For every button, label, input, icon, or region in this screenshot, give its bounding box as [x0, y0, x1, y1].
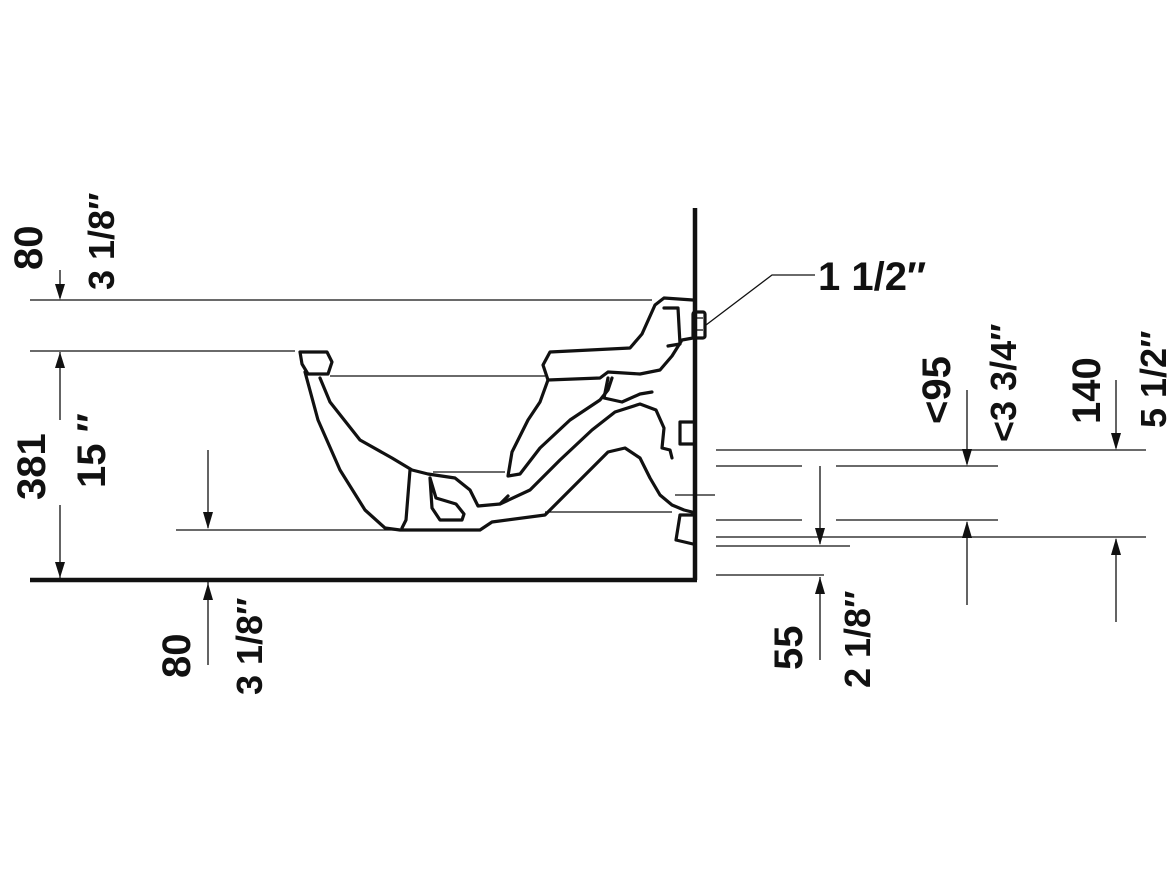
- dim-55-mm: 55: [767, 626, 811, 671]
- arrow-height-head-bottom: [55, 562, 65, 578]
- arrow-bowl-head: [203, 512, 213, 529]
- front-rim: [298, 350, 334, 376]
- outer-bowl: [303, 370, 694, 532]
- dim-140-mm: 140: [1065, 357, 1109, 424]
- arrow-mid-head: [815, 528, 825, 545]
- arrow-95-lower-head: [962, 521, 972, 538]
- dim-top-mm: 80: [7, 226, 51, 271]
- dim-height-mm: 381: [10, 433, 54, 500]
- bowl-wall-inner: [400, 468, 412, 530]
- arrow-140-lower-head: [1111, 538, 1121, 555]
- dim-55-inch: 2 1/8″: [837, 591, 878, 688]
- wall-and-floor: [30, 208, 698, 583]
- trap-lower: [498, 402, 674, 506]
- arrow-55-head: [815, 577, 825, 594]
- urinal-body: [298, 296, 715, 546]
- bracket-inner: [662, 306, 682, 348]
- dim-95-mm: <95: [915, 356, 959, 424]
- arrow-95-head: [962, 449, 972, 466]
- dim-height-inch: 15 ″: [70, 413, 114, 488]
- arrow-140-head: [1111, 433, 1121, 450]
- arrow-bottom-head: [203, 583, 213, 600]
- dim-drain-inch: 1 1/2″: [818, 255, 926, 299]
- connection-upper: [678, 420, 695, 446]
- drain-fitting: [691, 310, 707, 340]
- water-seal: [428, 476, 466, 522]
- drain-leader: [705, 274, 815, 326]
- extension-lines: [30, 299, 1146, 576]
- dim-bottom-inch: 3 1/8″: [229, 598, 270, 695]
- dim-140-inch: 5 1/2″: [1133, 331, 1171, 428]
- upper-bracket: [541, 296, 695, 382]
- arrow-top-head: [55, 284, 65, 300]
- dim-bottom-mm: 80: [155, 634, 199, 679]
- bracket-strut: [602, 376, 654, 404]
- dimension-labels: 80 3 1/8″ 381 15 ″ 80 3 1/8″ 1 1/2″ <95 …: [7, 193, 1171, 695]
- dim-95-inch: <3 3/4″: [983, 324, 1024, 442]
- dim-top-inch: 3 1/8″: [81, 193, 122, 290]
- inner-bowl: [318, 376, 510, 508]
- arrow-height-head-top: [55, 352, 65, 368]
- connection-lower: [674, 513, 695, 546]
- dimension-arrows: [55, 270, 1121, 665]
